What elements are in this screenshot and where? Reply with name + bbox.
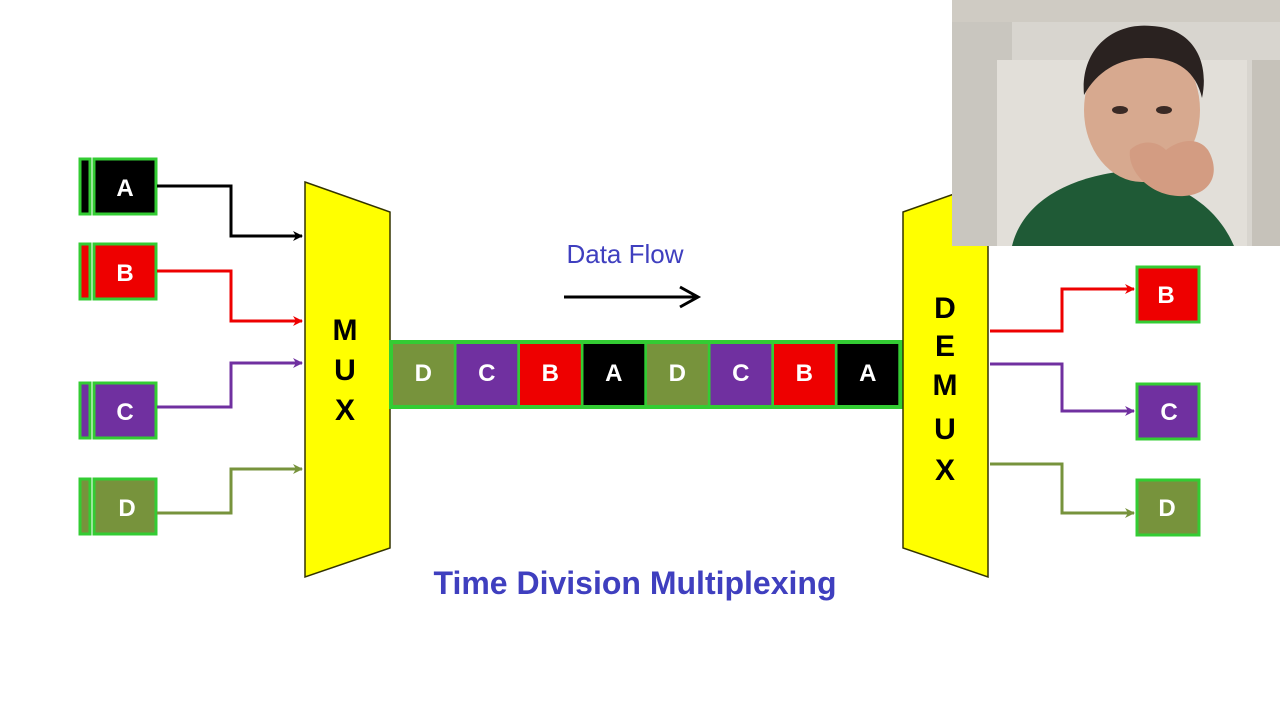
frame-slot-label: C [478,360,495,387]
frame-slot-label: D [415,360,432,387]
frame-slot-b [774,344,835,405]
demux-letter-5: X [935,454,955,487]
frame-slot-label: B [796,360,813,387]
mux-block: M U X [304,180,391,579]
input-sources: A B C D [78,157,158,536]
frame-slot-b [520,344,581,405]
output-label-c: C [1160,399,1177,426]
arrow-c-to-mux [157,358,303,409]
input-label-c: C [116,399,133,426]
frame-slot-d [393,344,454,405]
input-block-c: C [78,381,158,440]
demux-block: D E M U X [902,180,989,579]
frame-slot-c [456,344,518,405]
frame-slot-c [710,344,772,405]
output-label-b: B [1157,282,1174,309]
output-label-d: D [1158,495,1175,522]
input-label-d: D [118,495,135,522]
frame-slot-label: B [542,360,559,387]
data-flow-arrowhead [679,285,702,309]
mux-letter-2: U [334,354,356,387]
frame-slot-label: A [605,360,622,387]
arrow-demux-to-d [990,462,1135,518]
output-block-d: D [1135,478,1201,537]
presenter-webcam-overlay [952,0,1280,246]
frame-slot-a [583,344,645,405]
frame-slot-label: A [859,360,876,387]
data-flow-label: Data Flow [566,239,683,269]
input-block-b: B [78,242,158,301]
input-label-b: B [116,260,133,287]
frame-slot-a [837,344,899,405]
mux-letter-1: M [333,314,358,347]
demux-letter-1: D [934,292,956,325]
frame-slot-label: C [732,360,749,387]
arrow-d-to-mux [157,464,303,515]
demux-letter-4: U [934,413,956,446]
mux-letter-3: X [335,394,355,427]
frame-slot-d [647,344,708,405]
input-arrows [157,184,303,515]
arrow-b-to-mux [157,269,303,326]
demux-letter-2: E [935,330,955,363]
presenter-figure [952,0,1280,246]
output-destinations: B C D [1135,265,1201,537]
diagram-title: Time Division Multiplexing [433,565,836,601]
input-block-a: A [78,157,158,216]
output-block-c: C [1135,382,1201,441]
frame-slot-label: D [669,360,686,387]
input-block-d: D [78,477,158,536]
demux-letter-3: M [933,369,958,402]
arrow-demux-to-c [990,362,1135,416]
arrow-a-to-mux [157,184,303,241]
output-arrows [990,284,1135,518]
output-block-b: B [1135,265,1201,324]
arrow-demux-to-b [990,284,1135,333]
input-label-a: A [116,175,133,202]
